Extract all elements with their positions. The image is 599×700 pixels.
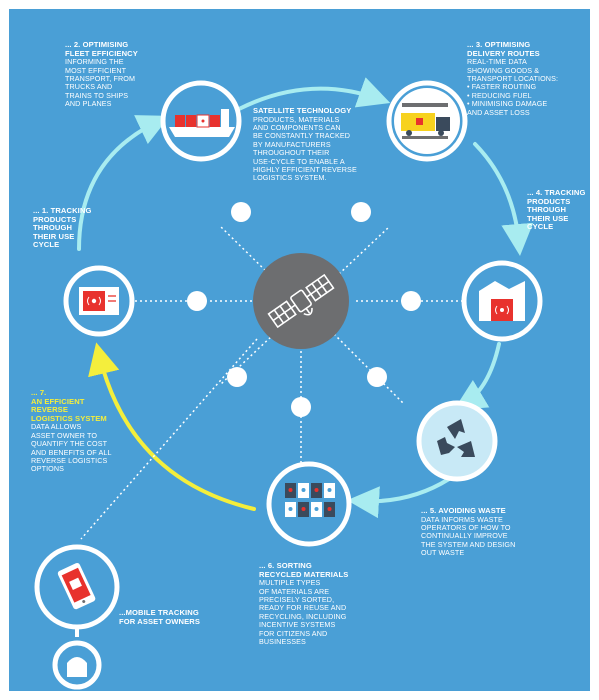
arrow-2-to-3 [237,77,391,111]
truck-icon [401,103,450,139]
step-5-body: DATA INFORMS WASTE OPERATORS OF HOW TO C… [421,514,516,558]
step-2-body: INFORMING THE MOST EFFICIENT TRANSPORT, … [65,57,136,109]
node-tracking-products [461,260,543,342]
mobile-tracking-text: ...MOBILE TRACKING FOR ASSET OWNERS [119,608,229,626]
step-1-heading: ... 1. TRACKING PRODUCTS THROUGH THEIR U… [33,206,92,250]
step-7-heading: ... 7. AN EFFICIENT REVERSE LOGISTICS SY… [31,388,107,423]
smartphone-icon [57,562,96,610]
node-asset-owner [52,640,102,690]
satellite-icon [267,273,335,329]
mobile-tracking-heading: ...MOBILE TRACKING FOR ASSET OWNERS [119,608,201,626]
cycle-diagram [34,77,543,690]
step-2-text: ... 2. OPTIMISING FLEET EFFICIENCY INFOR… [65,40,180,109]
container-tag-icon [79,287,119,315]
step-3-body: REAL-TIME DATA SHOWING GOODS & TRANSPORT… [467,57,559,117]
arrow-5-to-6 [347,477,451,519]
arrow-4-to-5 [453,342,501,411]
cycle-arrows [77,77,534,519]
warehouse-icon [479,281,525,321]
node-fleet-efficiency [160,80,242,162]
node-avoiding-waste [416,400,498,482]
arrow-1-to-2 [77,115,170,251]
node-sorting-materials [266,461,352,547]
house-icon [67,657,87,677]
step-6-heading: ... 6. SORTING RECYCLED MATERIALS [259,561,349,579]
arrow-3-to-4 [473,142,534,256]
satellite-technology-body: PRODUCTS, MATERIALS AND COMPONENTS CAN B… [253,114,357,183]
recycle-icon [437,419,475,457]
cargo-ship-icon [169,109,235,137]
recycling-bins-icon [285,483,335,517]
step-7-text: ... 7. AN EFFICIENT REVERSE LOGISTICS SY… [31,388,151,474]
step-5-text: ... 5. AVOIDING WASTE DATA INFORMS WASTE… [421,506,541,558]
step-5-heading: ... 5. AVOIDING WASTE [421,506,506,515]
node-delivery-routes [386,80,468,162]
arrow-6-to-1 [88,342,256,511]
satellite-technology-heading: SATELLITE TECHNOLOGY [253,106,352,115]
step-1-text: ... 1. TRACKING PRODUCTS THROUGH THEIR U… [33,206,113,250]
satellite-technology-text: SATELLITE TECHNOLOGY PRODUCTS, MATERIALS… [253,106,383,183]
step-6-body: MULTIPLE TYPES OF MATERIALS ARE PRECISEL… [259,578,347,647]
step-3-text: ... 3. OPTIMISING DELIVERY ROUTES REAL-T… [467,40,587,117]
step-6-text: ... 6. SORTING RECYCLED MATERIALS MULTIP… [259,561,389,647]
infographic: SATELLITE TECHNOLOGY PRODUCTS, MATERIALS… [9,9,590,691]
step-2-heading: ... 2. OPTIMISING FLEET EFFICIENCY [65,40,138,58]
step-3-heading: ... 3. OPTIMISING DELIVERY ROUTES [467,40,540,58]
node-tracking-use-cycle [63,265,135,337]
step-4-heading: ... 4. TRACKING PRODUCTS THROUGH THEIR U… [527,188,586,232]
satellite-hub [253,253,349,349]
step-4-text: ... 4. TRACKING PRODUCTS THROUGH THEIR U… [527,188,589,232]
node-mobile-tracking [34,544,120,637]
step-7-body: DATA ALLOWS ASSET OWNER TO QUANTIFY THE … [31,422,112,474]
spoke-dots [187,202,421,417]
